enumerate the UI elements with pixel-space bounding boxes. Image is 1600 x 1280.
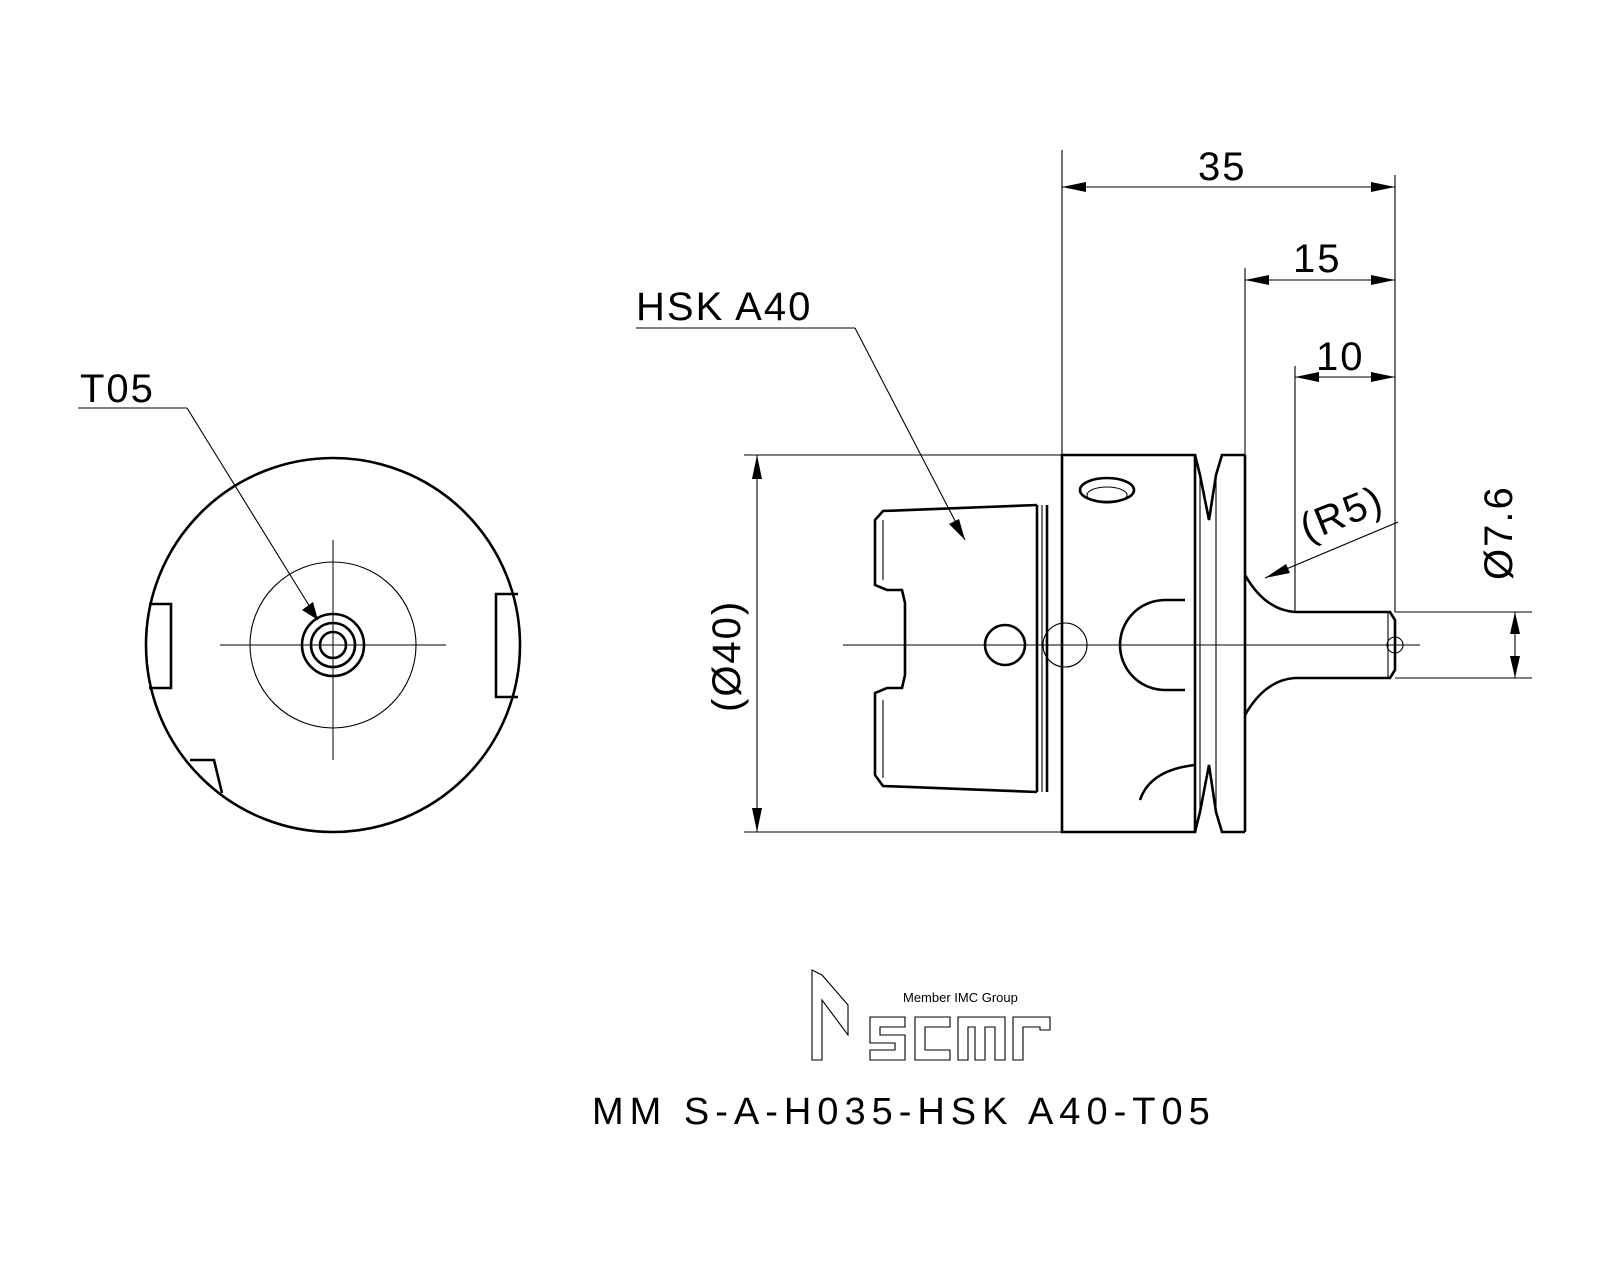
- logo-letter-r: [1012, 1016, 1051, 1061]
- lower-slot: [1138, 763, 1196, 801]
- logo-letter-a: [957, 1016, 1006, 1061]
- logo-i-mark: [811, 969, 849, 1061]
- body-flange: [1060, 453, 1197, 834]
- dim-r5-arrow: [1265, 564, 1290, 578]
- logo-tagline: Member IMC Group: [903, 990, 1018, 1005]
- dim-76-arrow-bottom: [1510, 656, 1520, 678]
- neck-fillet-bottom: [1243, 676, 1296, 716]
- front-outer-circle: [144, 456, 522, 834]
- front-key-slot-left: [149, 602, 173, 690]
- dim-r5-label: (R5): [1294, 477, 1390, 550]
- dim-35-arrow-left: [1062, 182, 1086, 192]
- logo-letter-c: [914, 1016, 951, 1061]
- dim-10-label: 10: [1316, 335, 1365, 379]
- dim-40-label: (Ø40): [705, 600, 749, 712]
- v-groove-bottom: [1193, 764, 1245, 834]
- front-key-slot-right: [494, 592, 518, 699]
- hsk-leader: [854, 327, 966, 541]
- dim-15-arrow-right: [1371, 275, 1395, 285]
- neck-fillet-top: [1243, 574, 1296, 614]
- hsk-taper: [873, 503, 1038, 794]
- iscar-logo: Member IMC Group: [811, 969, 1051, 1061]
- v-groove-top: [1193, 453, 1245, 521]
- t05-leader: [186, 407, 319, 621]
- t05-callout: T05: [80, 367, 155, 411]
- dim-10-arrow-right: [1371, 372, 1395, 382]
- dim-15-arrow-left: [1245, 275, 1269, 285]
- side-view: [843, 453, 1420, 834]
- part-number: MM S-A-H035-HSK A40-T05: [592, 1091, 1216, 1133]
- orientation-hole-inner: [1086, 486, 1128, 504]
- dim-35-arrow-right: [1371, 182, 1395, 192]
- dim-10-arrow-left: [1295, 372, 1319, 382]
- hsk-callout: HSK A40: [636, 285, 812, 329]
- dim-35-label: 35: [1198, 145, 1247, 189]
- hsk-arrowhead: [949, 519, 965, 540]
- dimensions: 35 15 10 (R5) Ø7.6 (Ø40) HSK A40: [636, 145, 1532, 833]
- logo-letter-s: [869, 1016, 906, 1061]
- dim-76-arrow-top: [1510, 612, 1520, 634]
- dim-40-arrow-top: [752, 455, 762, 479]
- dim-40-arrow-bottom: [752, 808, 762, 832]
- front-view: T05: [78, 367, 522, 834]
- t05-arrowhead: [302, 602, 318, 620]
- front-notch: [190, 758, 224, 794]
- orientation-hole: [1078, 476, 1136, 504]
- dim-15-label: 15: [1293, 237, 1342, 281]
- dim-76-label: Ø7.6: [1477, 485, 1521, 580]
